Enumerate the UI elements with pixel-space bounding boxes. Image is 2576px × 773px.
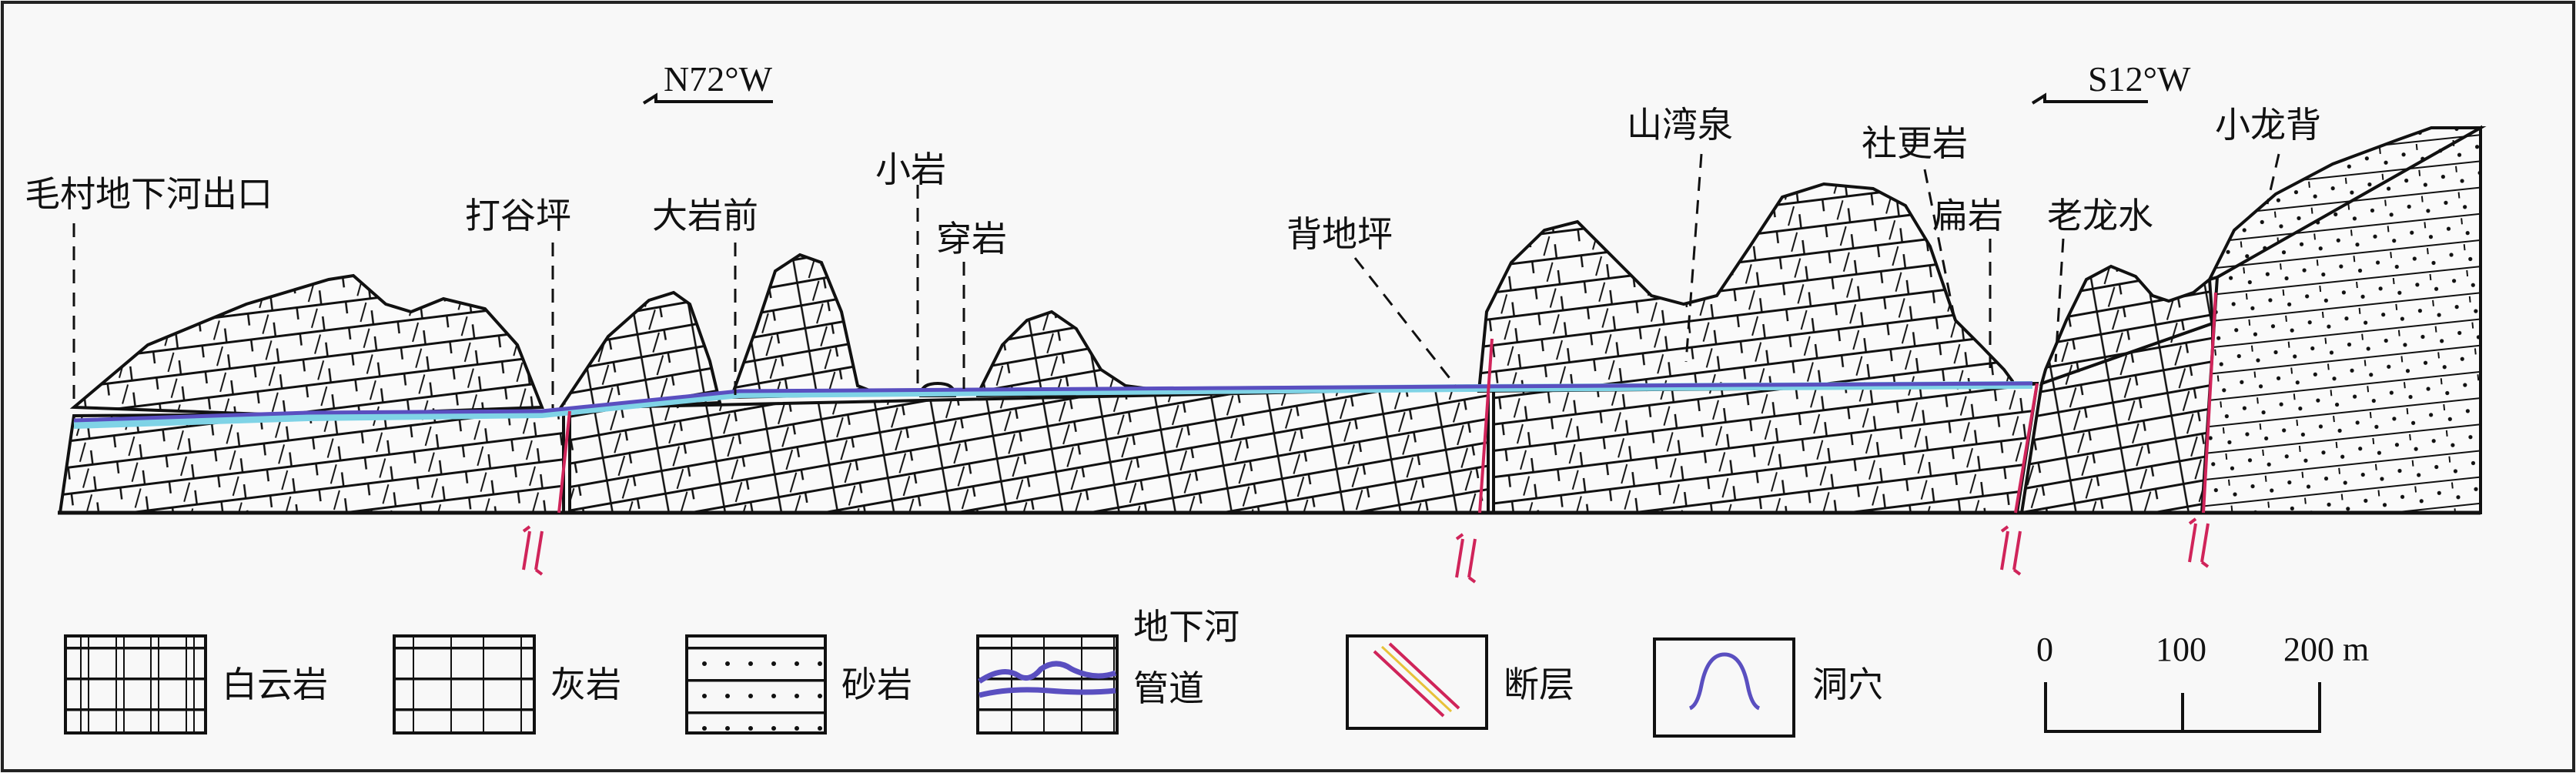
label-beidiping: 背地坪 [1286,213,1393,255]
limestone-swatch-icon [393,634,536,735]
label-bianyan: 扁岩 [1932,195,2003,236]
hill-xiaolongbei [2206,126,2487,283]
direction-right-label: S12°W [2088,59,2191,99]
legend-item-sandstone: 砂岩 [685,634,912,735]
fault-swatch-icon [1346,634,1488,730]
hill-chuanyan [976,310,1471,398]
legend-label: 灰岩 [550,664,621,705]
hill-laolongshui [2039,264,2215,386]
underground-river [73,381,2033,429]
direction-left: N72°W [642,59,773,105]
fault-line-4 [2202,292,2217,514]
scale-bar: 0 100 200 m [2036,631,2369,733]
scale-tick-200: 200 m [2283,631,2369,668]
label-chuanyan: 穿岩 [936,218,1007,259]
hill-shanwanquan [1477,182,2014,393]
legend: 白云岩 灰岩 砂岩 地下河 管道 断层 洞穴 [64,606,2369,738]
fault-line-1 [557,410,571,514]
leader-lines [72,153,2280,408]
legend-item-limestone: 灰岩 [393,634,621,735]
label-daguping: 打谷坪 [465,195,571,236]
dolomite-swatch-icon [64,634,207,735]
faults [522,292,2217,584]
subsurface-strata [58,125,2482,514]
fault-arrows-icon [522,517,2210,584]
direction-left-label: N72°W [664,59,773,99]
legend-item-dolomite: 白云岩 [64,634,328,735]
direction-arrow-icon [642,92,773,105]
location-labels: 毛村地下河出口 打谷坪 大岩前 小岩 穿岩 背地坪 山湾泉 社更岩 扁岩 老龙水… [25,104,2321,259]
hill-daguping [556,290,722,413]
hill-dayanqian [729,253,880,400]
stratum-block-2 [568,386,1490,514]
legend-label: 白云岩 [222,664,328,705]
legend-item-underground-river: 地下河 管道 [976,606,1239,735]
scale-tick-100: 100 [2156,631,2206,668]
legend-label: 断层 [1504,664,1574,705]
river-conduit [73,381,2033,423]
legend-label: 地下河 [1133,606,1239,648]
legend-item-cave: 洞穴 [1653,637,1883,738]
stratum-block-3 [1492,381,2039,514]
direction-right: S12°W [2031,59,2191,105]
legend-label: 管道 [1133,668,1204,709]
river-swatch-icon [976,634,1119,735]
direction-arrow-icon [2031,92,2148,105]
stratum-block-1 [58,410,565,514]
label-xiaolongbei: 小龙背 [2215,104,2321,146]
scale-tick-0: 0 [2036,631,2053,668]
legend-label: 洞穴 [1812,664,1883,705]
label-shegengyan: 社更岩 [1862,122,1968,164]
sandstone-swatch-icon [685,634,827,735]
legend-label: 砂岩 [841,664,912,705]
cave-swatch-icon [1653,637,1795,738]
hill-maocun [69,273,544,418]
legend-item-fault: 断层 [1346,634,1574,730]
fault-line-2 [1478,338,1494,514]
label-xiaoyan: 小岩 [875,149,946,190]
label-shanwanquan: 山湾泉 [1627,104,1733,146]
label-maocun-outlet: 毛村地下河出口 [25,173,273,215]
label-laolongshui: 老龙水 [2047,195,2153,236]
label-dayanqian: 大岩前 [652,195,758,236]
fault-line-3 [2014,383,2039,514]
